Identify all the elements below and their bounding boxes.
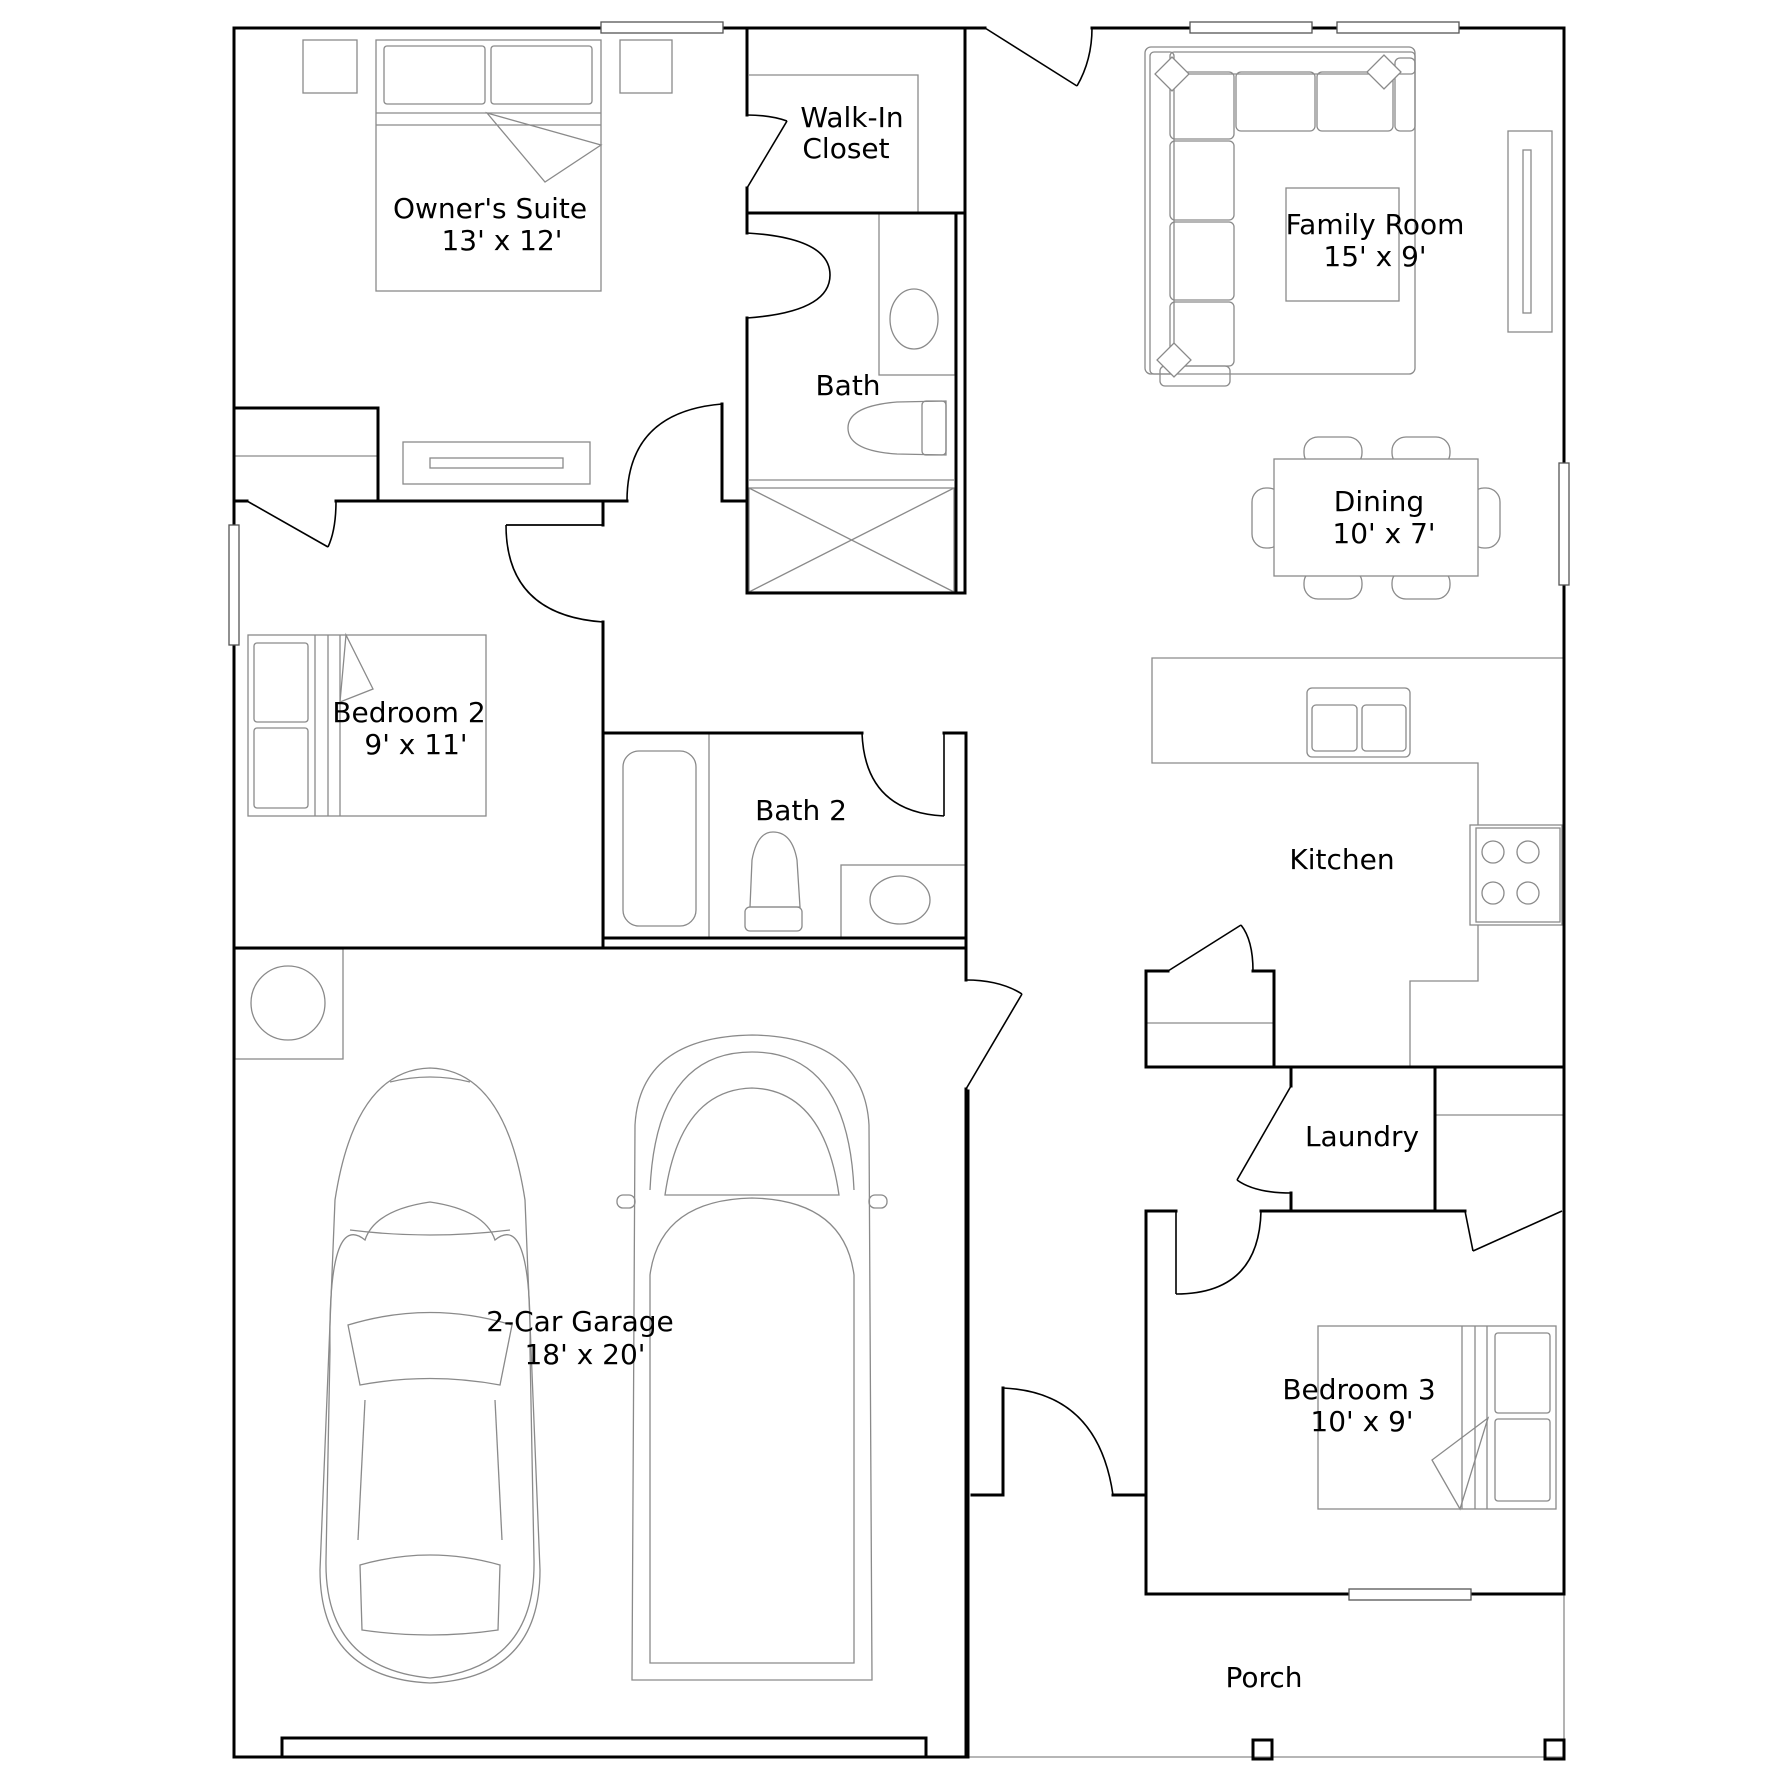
porch-outline (968, 1594, 1565, 1758)
toilet-bath-2 (744, 831, 803, 932)
window-dining (1558, 462, 1570, 586)
nightstand-left (302, 39, 358, 94)
label-dining: Dining (1334, 485, 1424, 518)
room-labels: Owner's Suite 13' x 12' Walk-In Closet B… (332, 101, 1464, 1694)
shower (748, 479, 955, 593)
window-family-room-1 (1189, 21, 1313, 34)
label-walk-in-closet-1: Walk-In (800, 101, 903, 134)
kitchen-counter (1151, 657, 1564, 1067)
door-laundry (1236, 1085, 1292, 1194)
doors (246, 27, 1563, 1496)
label-family-room: Family Room (1286, 208, 1465, 241)
tv-console (1507, 130, 1553, 333)
door-bedroom-3-closet (1464, 1210, 1563, 1252)
label-owners-suite: Owner's Suite (393, 192, 587, 225)
toilet-owners-bath (847, 400, 947, 456)
label-bath-2: Bath 2 (755, 794, 847, 827)
walls (232, 26, 1566, 1761)
vanity-owners-bath (878, 212, 956, 376)
door-front-entry (984, 27, 1093, 87)
range-stove (1469, 824, 1563, 926)
door-owners-bath (746, 232, 831, 319)
label-owners-suite-size: 13' x 12' (441, 224, 562, 257)
car-sedan (319, 1067, 541, 1684)
door-bedroom-2 (505, 524, 604, 623)
label-bedroom-3: Bedroom 3 (1282, 1373, 1435, 1406)
dining-table (1251, 436, 1501, 600)
nightstand-right (619, 39, 673, 94)
label-bedroom-2: Bedroom 2 (332, 696, 485, 729)
label-garage-size: 18' x 20' (524, 1338, 645, 1371)
window-bedroom-3 (1348, 1588, 1472, 1601)
bed-bedroom-2 (247, 632, 487, 817)
bed-owners-suite (375, 39, 603, 292)
sectional-sofa (1144, 46, 1416, 387)
windows (228, 21, 1570, 1601)
coffee-table (1285, 187, 1400, 302)
label-dining-size: 10' x 7' (1332, 517, 1435, 550)
door-owners-suite (626, 403, 723, 502)
water-heater (234, 948, 344, 1060)
label-walk-in-closet-2: Closet (802, 132, 889, 165)
door-pantry (1167, 924, 1254, 972)
label-garage: 2-Car Garage (486, 1305, 674, 1338)
label-bath: Bath (815, 369, 880, 402)
door-porch-entry (1002, 1387, 1114, 1496)
door-closet-owners (246, 500, 337, 548)
label-kitchen: Kitchen (1289, 843, 1394, 876)
bathtub (603, 732, 710, 939)
vanity-bath-2 (840, 864, 967, 939)
window-owners-suite (600, 21, 724, 34)
door-walk-in-closet (746, 114, 788, 189)
label-bedroom-2-size: 9' x 11' (364, 728, 467, 761)
window-family-room-2 (1336, 21, 1460, 34)
door-garage (965, 979, 1023, 1090)
bed-bedroom-3 (1317, 1325, 1557, 1511)
door-bedroom-3 (1175, 1210, 1262, 1295)
kitchen-sink (1306, 687, 1411, 758)
label-porch: Porch (1225, 1661, 1302, 1694)
label-family-room-size: 15' x 9' (1323, 240, 1426, 273)
window-bedroom-2 (228, 524, 240, 646)
door-bath-2 (861, 732, 945, 817)
closet-shelf-walk-in (749, 74, 919, 213)
label-bedroom-3-size: 10' x 9' (1310, 1405, 1413, 1438)
label-laundry: Laundry (1305, 1120, 1419, 1153)
car-suv (616, 1034, 888, 1681)
furniture (234, 39, 1565, 1758)
dresser (402, 441, 591, 485)
